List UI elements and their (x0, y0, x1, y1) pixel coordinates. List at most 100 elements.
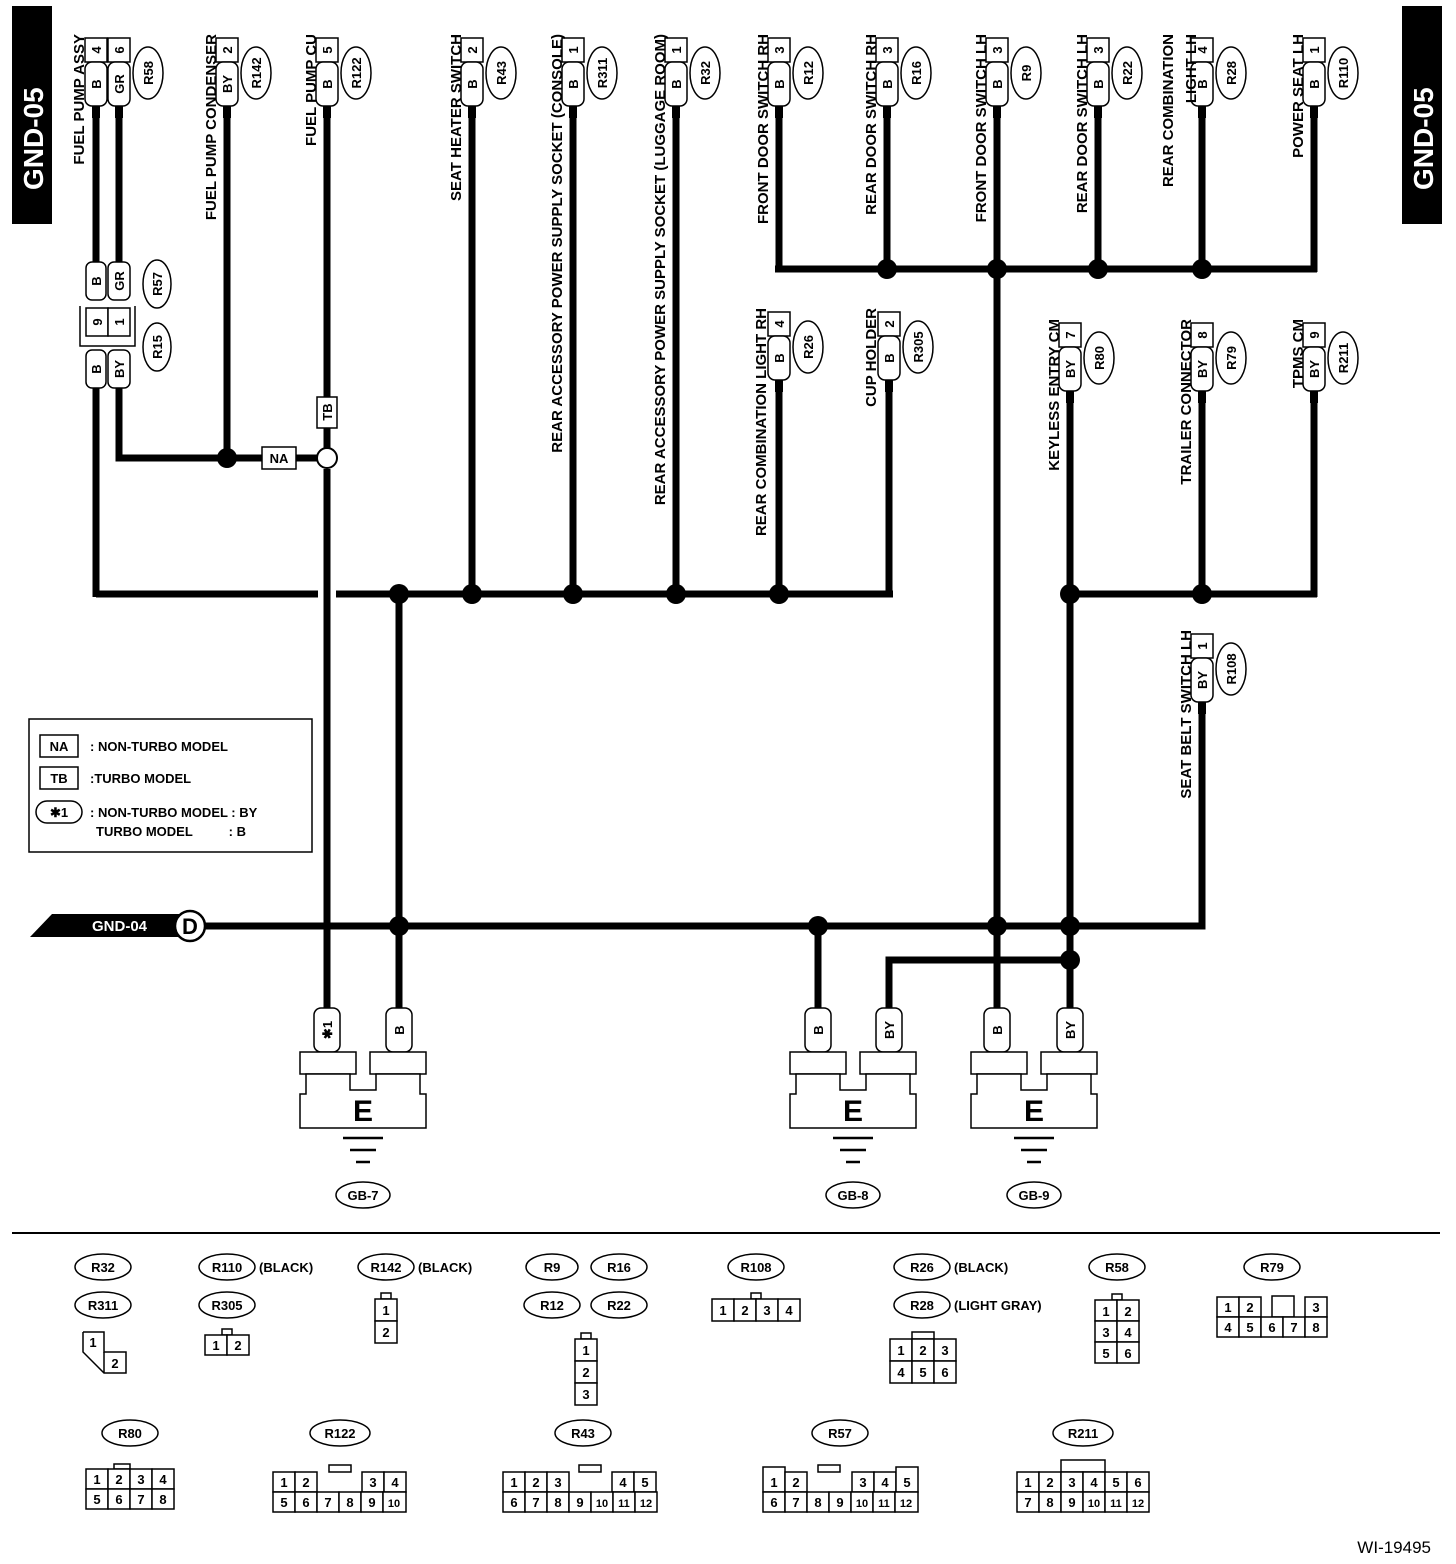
svg-text:1: 1 (212, 1338, 219, 1353)
connector-id: R28 (1224, 61, 1239, 85)
connector-id: R22 (1120, 61, 1135, 85)
connector-id-oval (586, 46, 618, 100)
junction-dots (217, 259, 1212, 970)
svg-text:8: 8 (1312, 1320, 1319, 1335)
wire-color: B (465, 79, 480, 88)
svg-text:R15: R15 (150, 335, 165, 359)
svg-text:NA: NA (50, 739, 69, 754)
svg-text:3: 3 (941, 1343, 948, 1358)
wire-color: BY (1195, 360, 1210, 378)
svg-text:7: 7 (1290, 1320, 1297, 1335)
connector-id-oval (1215, 331, 1247, 385)
page-tag-left-bg (12, 6, 52, 224)
splice-open-dot (316, 447, 338, 469)
wire-color: B (990, 79, 1005, 88)
svg-text:1: 1 (897, 1343, 904, 1358)
wire-color: GR (112, 74, 127, 94)
ground-terminal-body (789, 1073, 917, 1129)
connector-id-oval (340, 46, 372, 100)
svg-text:R142: R142 (370, 1260, 401, 1275)
svg-text:: NON-TURBO MODEL : BY: : NON-TURBO MODEL : BY (90, 805, 258, 820)
svg-text:12: 12 (900, 1498, 912, 1510)
svg-text:3: 3 (1068, 1475, 1075, 1490)
connector-id: R122 (349, 57, 364, 88)
svg-text:: NON-TURBO MODEL: : NON-TURBO MODEL (90, 739, 228, 754)
wire-color: BY (1063, 360, 1078, 378)
wire-color: BY (1307, 360, 1322, 378)
wire-color: BY (220, 75, 235, 93)
component-label: REAR ACCESSORY POWER SUPPLY SOCKET (CONS… (549, 34, 566, 453)
wire-color: B (882, 353, 897, 362)
svg-text:6: 6 (510, 1495, 517, 1510)
terminal-lug (1040, 1051, 1098, 1075)
svg-text:2: 2 (1124, 1304, 1131, 1319)
svg-text:5: 5 (1102, 1346, 1109, 1361)
svg-text:2: 2 (1046, 1475, 1053, 1490)
ground-wire-color: BY (882, 1021, 897, 1039)
svg-text:R311: R311 (88, 1298, 118, 1313)
svg-text:(BLACK): (BLACK) (259, 1260, 313, 1275)
terminal (775, 380, 783, 392)
gnd-04-cross-reference[interactable]: GND-04 D (30, 909, 207, 943)
svg-text:6: 6 (941, 1365, 948, 1380)
svg-text:3: 3 (763, 1303, 770, 1318)
connector-id-oval (1083, 331, 1115, 385)
svg-text:R12: R12 (540, 1298, 564, 1313)
connector-id: R79 (1224, 346, 1239, 370)
svg-text:1: 1 (382, 1303, 389, 1318)
svg-text:2: 2 (741, 1303, 748, 1318)
svg-text:5: 5 (641, 1475, 648, 1490)
svg-text:3: 3 (1102, 1325, 1109, 1340)
pin-number: 3 (772, 46, 787, 53)
svg-text:8: 8 (1046, 1495, 1053, 1510)
terminal (993, 106, 1001, 118)
pin-number: 4 (772, 320, 787, 328)
component-label: FRONT DOOR SWITCH RH (755, 34, 772, 224)
pin-number: 3 (990, 46, 1005, 53)
svg-text:10: 10 (388, 1498, 400, 1510)
component-label: KEYLESS ENTRY CM (1046, 319, 1063, 471)
ground-letter: E (353, 1095, 373, 1128)
svg-text:R122: R122 (324, 1426, 355, 1441)
ground-wire-color: B (990, 1025, 1005, 1034)
svg-text:R110: R110 (212, 1260, 242, 1275)
component-label: REAR COMBINATION (1160, 34, 1177, 187)
pin-number: 1 (566, 46, 581, 53)
pin-number: 3 (880, 46, 895, 53)
pin-number: 1 (1195, 642, 1210, 649)
connector-id: R26 (801, 335, 816, 359)
page-tag-left: GND-05 (18, 87, 49, 190)
connector-id-oval (485, 46, 517, 100)
component-label: TRAILER CONNECTOR (1178, 319, 1195, 485)
svg-text:11: 11 (878, 1498, 890, 1510)
ground-name-oval (1006, 1181, 1062, 1209)
terminal (1310, 106, 1318, 118)
ground-wire-color: B (392, 1025, 407, 1034)
terminal-lug (369, 1051, 427, 1075)
